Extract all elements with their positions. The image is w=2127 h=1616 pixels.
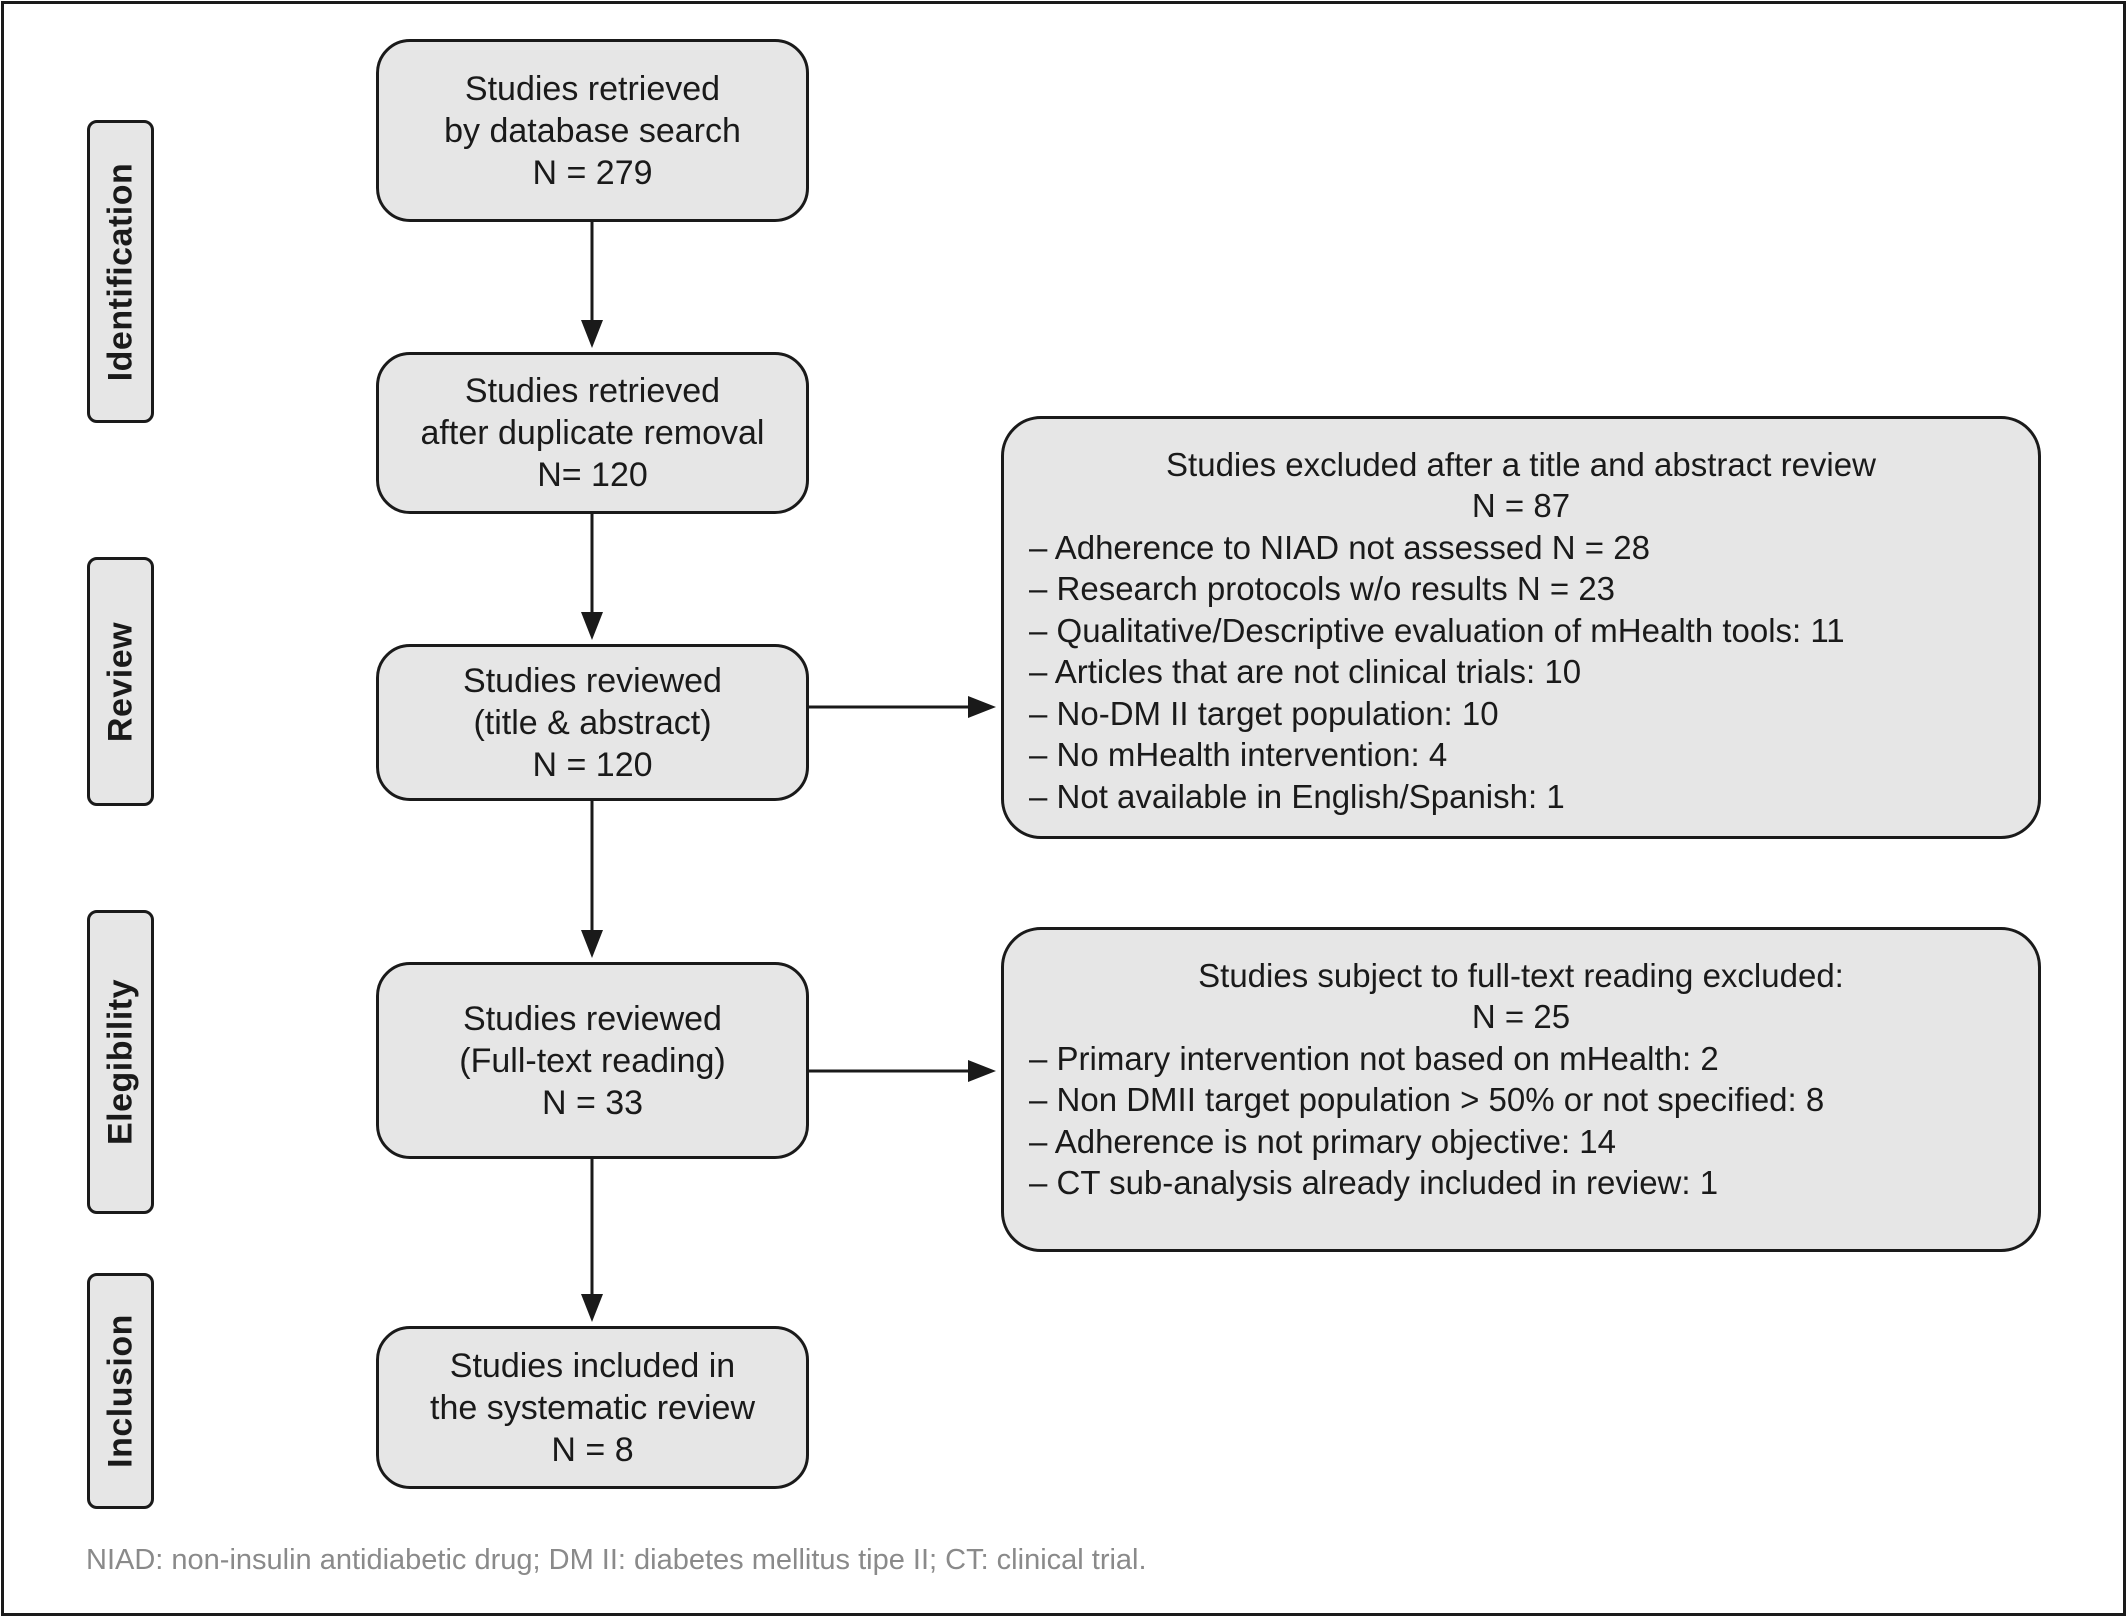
box-deduplicated: Studies retrieved after duplicate remova…	[376, 352, 809, 514]
exclusion-title-abstract-count: N = 87	[1471, 487, 1571, 524]
box-deduplicated-count: N= 120	[537, 456, 648, 494]
footnote: NIAD: non-insulin antidiabetic drug; DM …	[86, 1544, 1147, 1576]
stage-elegibility: Elegibility	[87, 910, 154, 1214]
exclusion-full-text-item: – Adherence is not primary objective: 14	[1029, 1123, 1616, 1160]
exclusion-title-abstract-item: – Qualitative/Descriptive evaluation of …	[1029, 612, 1845, 649]
box-included: Studies included in the systematic revie…	[376, 1326, 809, 1489]
box-full-text-count: N = 33	[541, 1083, 644, 1122]
arrowhead-down	[581, 1294, 603, 1322]
box-retrieved-count: N = 279	[532, 153, 653, 192]
exclusion-title-abstract-heading: Studies excluded after a title and abstr…	[1166, 446, 1876, 483]
exclusion-full-text-item: – Primary intervention not based on mHea…	[1029, 1040, 1719, 1077]
exclusion-title-abstract-item: – Adherence to NIAD not assessed N = 28	[1029, 529, 1650, 566]
box-title-abstract-line-1: Studies reviewed	[463, 661, 722, 700]
arrowhead-down	[581, 612, 603, 640]
box-retrieved-line-2: by database search	[444, 111, 741, 150]
box-retrieved: Studies retrieved by database search N =…	[376, 39, 809, 222]
box-included-line-2: the systematic review	[430, 1388, 755, 1427]
arrowhead-down	[581, 320, 603, 348]
exclusion-title-abstract-item: – No mHealth intervention: 4	[1029, 736, 1448, 773]
exclusion-full-text-item: – CT sub-analysis already included in re…	[1029, 1164, 1719, 1201]
exclusion-title-abstract-item: – Research protocols w/o results N = 23	[1029, 570, 1616, 607]
arrowhead-right	[968, 696, 996, 718]
arrowhead-right	[968, 1060, 996, 1082]
box-title-abstract: Studies reviewed (title & abstract) N = …	[376, 644, 809, 801]
box-deduplicated-line-2: after duplicate removal	[420, 414, 765, 452]
box-included-line-1: Studies included in	[449, 1346, 736, 1385]
exclusion-title-abstract-item: – No-DM II target population: 10	[1029, 695, 1499, 732]
exclusion-full-text-heading: Studies subject to full-text reading exc…	[1198, 957, 1844, 994]
exclusion-title-abstract-item: – Articles that are not clinical trials:…	[1029, 653, 1582, 690]
box-deduplicated-line-1: Studies retrieved	[464, 372, 721, 410]
box-full-text-line-1: Studies reviewed	[463, 999, 722, 1038]
stage-identification: Identification	[87, 120, 154, 423]
exclusion-full-text-count: N = 25	[1471, 998, 1571, 1035]
exclusion-title-abstract-item: – Not available in English/Spanish: 1	[1029, 778, 1565, 815]
box-full-text: Studies reviewed (Full-text reading) N =…	[376, 962, 809, 1159]
exclusion-box-title-abstract: Studies excluded after a title and abstr…	[1001, 416, 2041, 839]
stage-inclusion: Inclusion	[87, 1273, 154, 1509]
stage-review: Review	[87, 557, 154, 806]
box-full-text-line-2: (Full-text reading)	[459, 1041, 726, 1080]
box-title-abstract-line-2: (title & abstract)	[473, 703, 712, 742]
box-included-count: N = 8	[551, 1430, 634, 1469]
box-retrieved-line-1: Studies retrieved	[464, 69, 721, 108]
exclusion-full-text-item: – Non DMII target population > 50% or no…	[1029, 1081, 1825, 1118]
box-title-abstract-count: N = 120	[532, 745, 653, 784]
arrowhead-down	[581, 930, 603, 958]
exclusion-box-full-text: Studies subject to full-text reading exc…	[1001, 927, 2041, 1252]
